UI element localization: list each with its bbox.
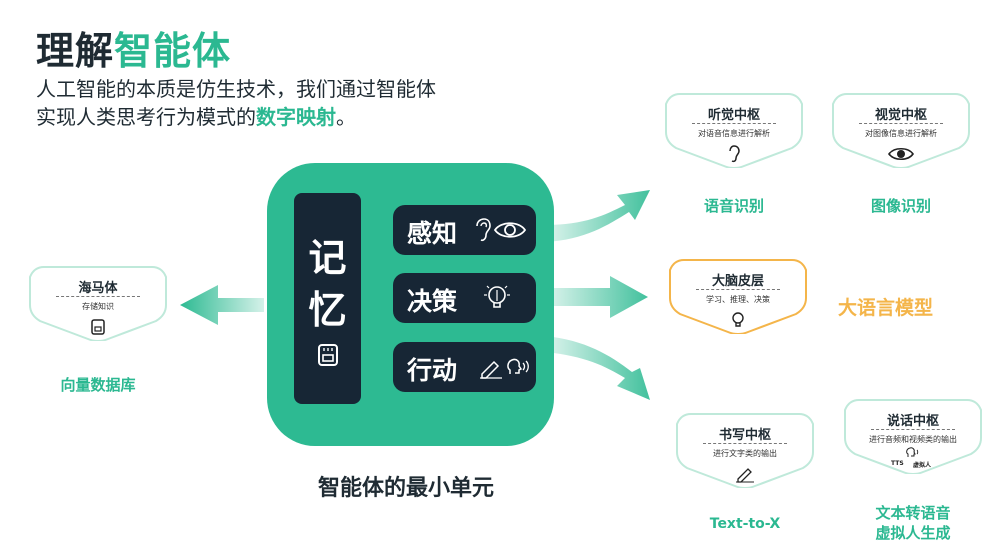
caption-image-recognition: 图像识别 bbox=[870, 197, 931, 215]
eye-icon bbox=[493, 222, 527, 238]
memory-char-1: 记 bbox=[308, 236, 347, 280]
pen-writing-icon bbox=[736, 468, 754, 483]
card-desc: 进行音频和视频类的输出 bbox=[869, 435, 957, 444]
sd-card-icon bbox=[91, 319, 105, 335]
card-hippocampus: 海马体 存储知识 bbox=[26, 265, 170, 341]
speaking-head-icon bbox=[906, 447, 919, 457]
memory-block: 记 忆 bbox=[294, 193, 361, 404]
arrow-to-output bbox=[545, 336, 650, 400]
unit-caption: 智能体的最小单元 bbox=[318, 476, 495, 501]
caption-speech-output: 文本转语音 虚拟人生成 bbox=[841, 503, 985, 543]
card-desc: 对图像信息进行解析 bbox=[865, 129, 937, 138]
card-desc: 学习、推理、决策 bbox=[706, 295, 770, 304]
act-label: 行动 bbox=[407, 356, 458, 385]
card-writing: 书写中枢 进行文字类的输出 bbox=[673, 412, 817, 488]
ear-icon bbox=[729, 145, 740, 163]
caption-llm: 大语言模型 bbox=[838, 297, 934, 319]
subtitle-line-1: 人工智能的本质是仿生技术，我们通过智能体 bbox=[36, 77, 436, 101]
card-cortex: 大脑皮层 学习、推理、决策 bbox=[666, 258, 810, 334]
caption-line-2: 虚拟人生成 bbox=[875, 524, 951, 542]
page-title: 理解智能体 bbox=[36, 29, 232, 73]
card-speech: 说话中枢 进行音频和视频类的输出 TTS 虚拟人 bbox=[841, 398, 985, 474]
eye-icon bbox=[888, 147, 914, 161]
card-desc: 存储知识 bbox=[82, 302, 114, 311]
subtitle-line-2: 实现人类思考行为模式的数字映射。 bbox=[36, 105, 356, 129]
card-title: 书写中枢 bbox=[718, 428, 771, 443]
caption-line-1: 文本转语音 bbox=[875, 504, 951, 522]
speaking-head-icon bbox=[507, 358, 529, 374]
decide-label: 决策 bbox=[407, 287, 458, 316]
avatar-label: 虚拟人 bbox=[913, 462, 932, 469]
pill-decide: 决策 bbox=[393, 273, 536, 323]
pill-perceive: 感知 bbox=[393, 205, 536, 255]
card-title: 大脑皮层 bbox=[711, 274, 764, 289]
ear-icon bbox=[476, 218, 491, 242]
card-title: 说话中枢 bbox=[886, 414, 939, 429]
card-title: 海马体 bbox=[78, 281, 118, 296]
card-hearing: 听觉中枢 对语音信息进行解析 bbox=[662, 92, 806, 168]
pen-writing-icon bbox=[480, 360, 502, 379]
card-desc: 进行文字类的输出 bbox=[713, 449, 777, 458]
pill-act: 行动 bbox=[393, 342, 536, 392]
arrow-to-cortex bbox=[545, 276, 648, 318]
card-desc: 对语音信息进行解析 bbox=[698, 129, 770, 138]
caption-vector-db: 向量数据库 bbox=[60, 376, 136, 394]
caption-text-to-x: Text-to-X bbox=[709, 516, 781, 532]
card-title: 听觉中枢 bbox=[707, 108, 760, 123]
arrow-to-memory-store bbox=[180, 285, 264, 325]
lightbulb-icon bbox=[732, 312, 744, 327]
arrow-to-perception bbox=[545, 190, 650, 242]
card-vision: 视觉中枢 对图像信息进行解析 bbox=[829, 92, 973, 168]
sd-card-icon bbox=[318, 344, 338, 366]
lightbulb-icon bbox=[484, 285, 510, 308]
card-title: 视觉中枢 bbox=[874, 108, 927, 123]
caption-speech-recognition: 语音识别 bbox=[703, 197, 764, 215]
tts-label: TTS bbox=[891, 460, 904, 467]
memory-char-2: 忆 bbox=[308, 288, 347, 332]
perceive-label: 感知 bbox=[407, 219, 458, 248]
